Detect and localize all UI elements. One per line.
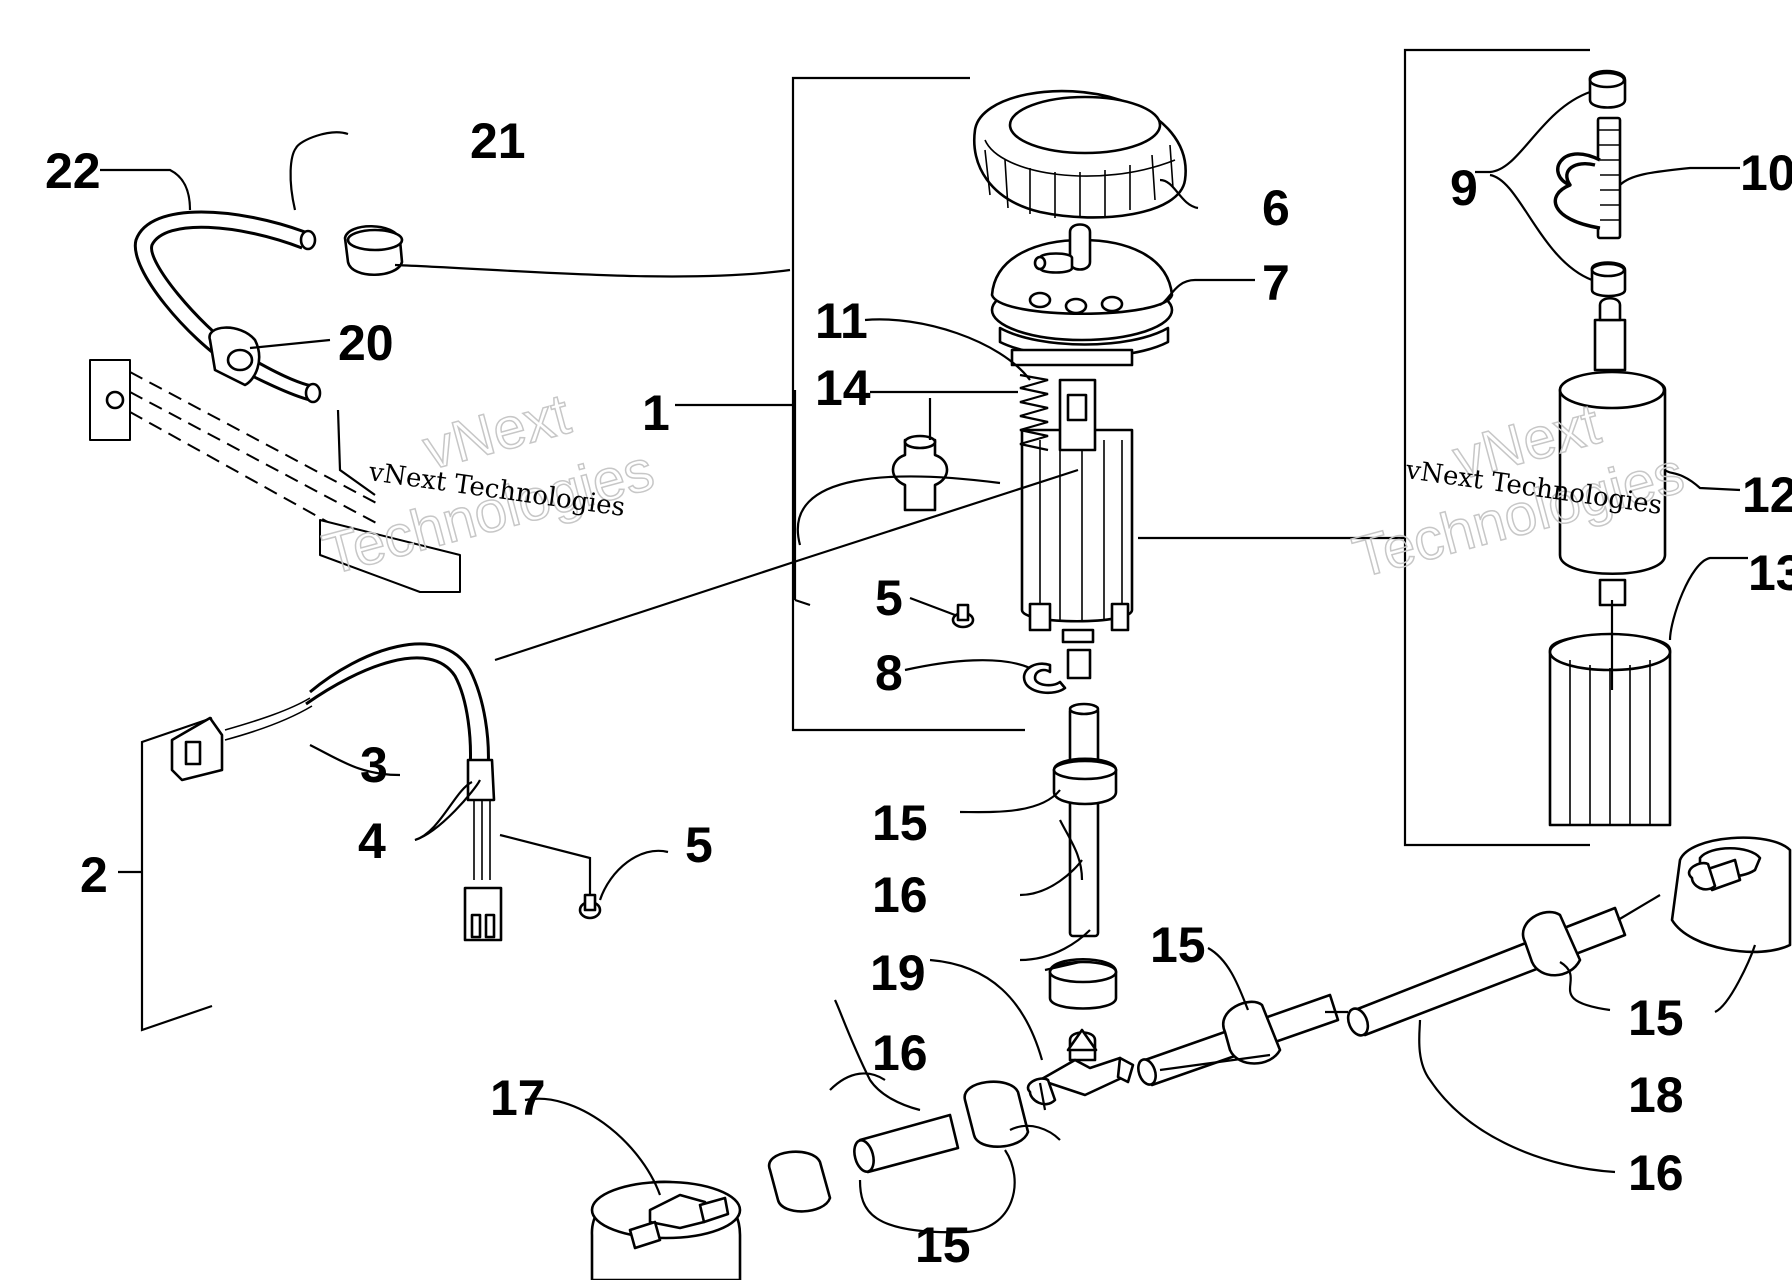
callout-4: 4 [358, 813, 386, 869]
callout-20: 20 [338, 315, 394, 371]
callout-11: 11 [815, 293, 868, 349]
hose-22 [133, 210, 322, 404]
callout-22: 22 [45, 143, 101, 199]
pump-kit-hose [1596, 116, 1622, 240]
pump-kit-nut-bottom [1590, 261, 1627, 298]
callout-21: 21 [470, 113, 526, 169]
pump-kit-motor [1558, 296, 1667, 607]
callout-5-upper: 5 [875, 570, 903, 626]
callout-12: 12 [1742, 467, 1792, 523]
callout-9: 9 [1450, 160, 1478, 216]
callout-14: 14 [815, 360, 871, 416]
pump-kit-nut-top [1588, 69, 1627, 109]
wire-harness [170, 642, 503, 942]
callout-6: 6 [1262, 180, 1290, 236]
callout-19: 19 [870, 945, 926, 1001]
callout-16-right: 16 [1628, 1145, 1684, 1201]
leader-lines [100, 90, 1757, 1234]
pump-body [1010, 348, 1134, 632]
callout-labels: 22 21 20 1 2 3 4 5 5 6 7 8 9 10 11 12 13… [45, 113, 1792, 1273]
callout-1: 1 [642, 385, 670, 441]
retaining-clip [1022, 662, 1067, 695]
screw-upper [951, 603, 975, 629]
bracket-assembly-2 [118, 716, 213, 1032]
callout-15-vertical: 15 [872, 795, 928, 851]
callout-15-bottom: 15 [915, 1217, 971, 1273]
callout-15-right: 15 [1628, 990, 1684, 1046]
clamp-20 [208, 326, 261, 387]
lower-left-hose [767, 1080, 1030, 1213]
callout-7: 7 [1262, 255, 1290, 311]
watermark-right: vNext Technologies vNext Technologies [1346, 391, 1691, 592]
callout-2: 2 [80, 847, 108, 903]
fuel-cap-fitting-right [1670, 836, 1792, 954]
hose-clamp-15-center [1048, 957, 1118, 1010]
pump-outlet-fitting [1061, 628, 1095, 680]
right-hose [1137, 906, 1627, 1087]
callout-13: 13 [1748, 545, 1792, 601]
pump-kit-coil [1553, 152, 1601, 230]
lock-ring [972, 89, 1187, 219]
tee-fitting [1026, 1028, 1135, 1106]
callout-15-center: 15 [1150, 917, 1206, 973]
pressure-regulator [891, 434, 949, 512]
watermark-left: vNext Technologies vNext Technologies [316, 381, 661, 589]
callout-18: 18 [1628, 1067, 1684, 1123]
screw-lower [578, 893, 602, 920]
clamp-21 [343, 224, 404, 276]
callout-17: 17 [490, 1070, 546, 1126]
bracket-assembly-1 [675, 76, 1025, 732]
callout-16-lower-left: 16 [872, 1025, 928, 1081]
callout-16-vertical: 16 [872, 867, 928, 923]
pump-flange [990, 223, 1174, 359]
bracket-pump-kit [1138, 48, 1590, 847]
callout-10: 10 [1740, 145, 1792, 201]
vertical-hose [1052, 702, 1118, 938]
callout-8: 8 [875, 645, 903, 701]
callout-3: 3 [360, 737, 388, 793]
spring [1019, 373, 1049, 452]
callout-5-lower: 5 [685, 817, 713, 873]
mount-bracket [89, 359, 461, 593]
fuel-cap-fitting-left [590, 1180, 742, 1280]
pump-kit-strainer [1548, 600, 1672, 827]
